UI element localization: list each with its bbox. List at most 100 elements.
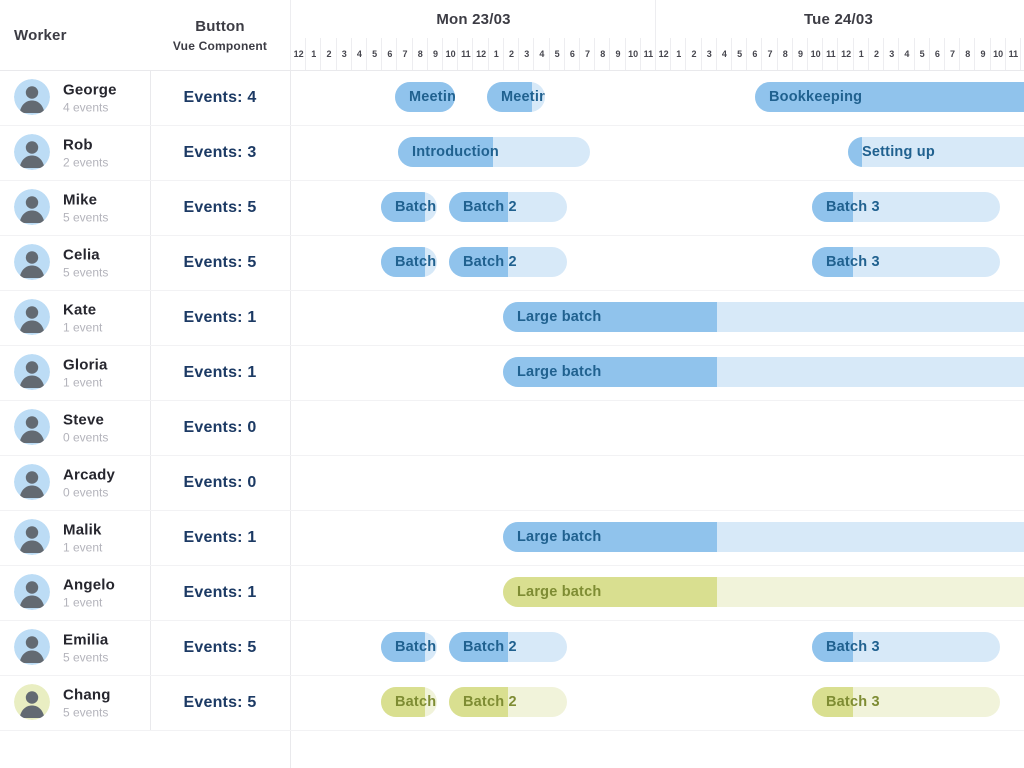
event-progress-fill <box>503 357 717 387</box>
time-axis-hour: 2 <box>685 38 701 70</box>
worker-name: Celia <box>63 246 100 263</box>
event-bar[interactable]: Large batch <box>503 357 1024 387</box>
events-button[interactable]: Events: 5 <box>183 253 257 271</box>
event-bar[interactable]: Batch 3 <box>812 632 1000 662</box>
schedule-row <box>0 565 1024 621</box>
event-bar[interactable]: Batch 3 <box>812 192 1000 222</box>
events-button[interactable]: Events: 5 <box>183 638 257 656</box>
worker-column-header: Worker <box>14 26 67 44</box>
event-bar[interactable]: Batch <box>381 687 437 717</box>
events-button[interactable]: Events: 1 <box>183 528 257 546</box>
event-progress-fill <box>381 247 425 277</box>
event-progress-fill <box>848 137 862 167</box>
events-button[interactable]: Events: 1 <box>183 363 257 381</box>
time-axis-hour: 12 <box>290 38 306 70</box>
event-bar[interactable]: Introduction <box>398 137 590 167</box>
event-label: Setting up <box>862 144 935 160</box>
time-axis-hour: 8 <box>594 38 610 70</box>
worker-event-count: 5 events <box>63 705 109 719</box>
event-bar[interactable]: Batch <box>381 247 437 277</box>
event-progress-fill <box>449 632 508 662</box>
worker-event-count: 5 events <box>63 650 109 664</box>
event-label: Batch 3 <box>826 639 880 655</box>
event-bar[interactable]: Setting up <box>848 137 1024 167</box>
event-progress-fill <box>449 687 508 717</box>
time-axis-hour: 1 <box>305 38 321 70</box>
person-icon <box>14 134 50 170</box>
worker-info: Chang 5 events <box>63 685 111 720</box>
worker-name: Kate <box>63 301 97 318</box>
event-progress-fill <box>487 82 532 112</box>
event-bar[interactable]: Batch <box>381 192 437 222</box>
event-bar[interactable]: Batch 3 <box>812 687 1000 717</box>
event-bar[interactable]: Large batch <box>503 302 1024 332</box>
events-button[interactable]: Events: 1 <box>183 308 257 326</box>
person-icon <box>14 299 50 335</box>
time-axis-day: Tue 24/03 <box>654 0 1021 38</box>
event-bar[interactable]: Batch 2 <box>449 192 567 222</box>
event-progress-fill <box>503 577 717 607</box>
event-bar[interactable]: Batch 2 <box>449 687 567 717</box>
events-button[interactable]: Events: 0 <box>183 418 257 436</box>
worker-cell[interactable]: Chang 5 events <box>0 675 150 730</box>
time-axis-hour: 11 <box>457 38 473 70</box>
event-progress-fill <box>381 687 425 717</box>
event-bar[interactable]: Meeting <box>395 82 455 112</box>
worker-event-count: 1 event <box>63 375 103 389</box>
event-label: Batch 2 <box>463 639 517 655</box>
events-button[interactable]: Events: 3 <box>183 143 257 161</box>
time-axis-hour: 11 <box>822 38 838 70</box>
events-button[interactable]: Events: 5 <box>183 693 257 711</box>
event-bar[interactable]: Batch <box>381 632 437 662</box>
time-axis-hour: 5 <box>366 38 382 70</box>
event-bar[interactable]: Batch 3 <box>812 247 1000 277</box>
event-label: Large batch <box>517 529 602 545</box>
events-button[interactable]: Events: 4 <box>183 88 257 106</box>
event-label: Batch 3 <box>826 254 880 270</box>
worker-name: Gloria <box>63 356 108 373</box>
time-axis-hour: 10 <box>624 38 641 70</box>
event-bar[interactable]: Bookkeeping <box>755 82 1024 112</box>
event-bar[interactable]: Meeting <box>487 82 545 112</box>
time-axis-hour: 10 <box>807 38 823 70</box>
event-progress-fill <box>503 302 717 332</box>
events-button[interactable]: Events: 5 <box>183 198 257 216</box>
worker-name: George <box>63 81 117 98</box>
avatar <box>14 244 50 280</box>
time-axis-hour: 12 <box>654 38 671 70</box>
time-axis-hour: 5 <box>913 38 930 70</box>
time-axis-hour: 3 <box>700 38 717 70</box>
events-button[interactable]: Events: 0 <box>183 473 257 491</box>
event-bar[interactable]: Batch 2 <box>449 632 567 662</box>
time-axis-hour: 3 <box>335 38 352 70</box>
time-axis-hour: 4 <box>533 38 549 70</box>
events-button[interactable]: Events: 1 <box>183 583 257 601</box>
event-bar[interactable]: Large batch <box>503 522 1024 552</box>
time-axis-hour: 1 <box>670 38 686 70</box>
time-axis-hour: 10 <box>442 38 458 70</box>
schedule-row <box>0 400 1024 456</box>
event-bar[interactable]: Batch 2 <box>449 247 567 277</box>
person-icon <box>14 189 50 225</box>
worker-name: Chang <box>63 686 111 703</box>
schedule-row <box>0 125 1024 181</box>
time-axis-hour: 3 <box>518 38 534 70</box>
event-bar[interactable]: Large batch <box>503 577 1024 607</box>
event-progress-fill <box>503 522 717 552</box>
schedule-row <box>0 455 1024 511</box>
worker-cell[interactable]: Gloria 1 event <box>0 345 150 400</box>
